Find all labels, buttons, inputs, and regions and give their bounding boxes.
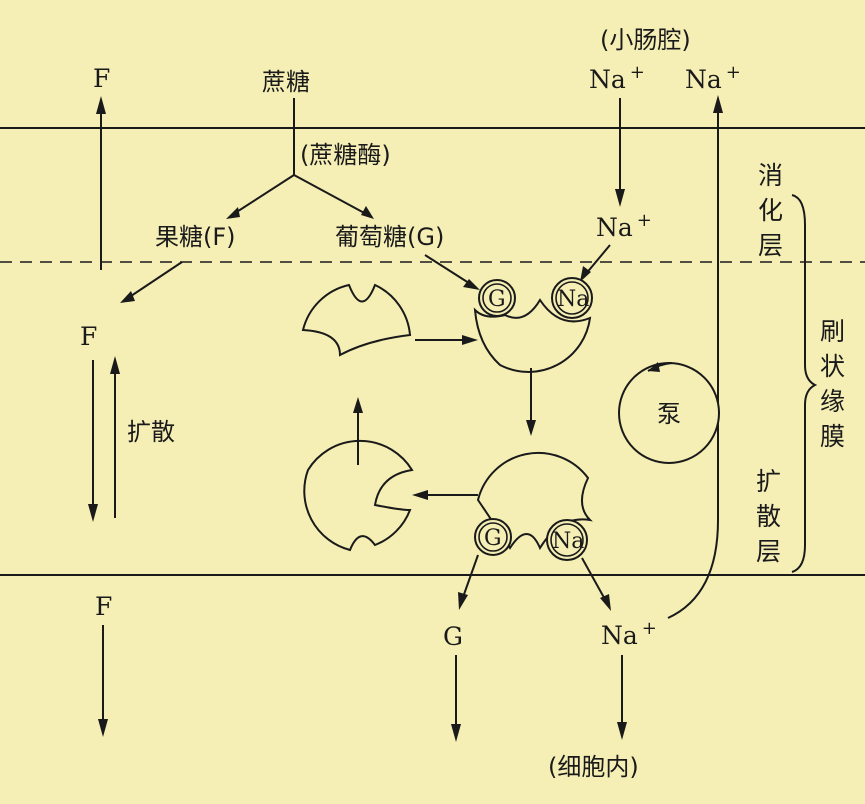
cycle-arrow-left-head <box>412 490 428 500</box>
f-label-top: F <box>93 64 110 93</box>
fructose-branch-line <box>231 174 295 216</box>
carrier-top-left <box>301 283 412 357</box>
na-bottom-label: Na+ <box>601 618 657 650</box>
sucrose-label: 蔗糖 <box>262 68 310 96</box>
glucose-branch-line <box>293 174 369 216</box>
na-lumen-2-text: Na <box>685 65 722 94</box>
na-inner-charge: + <box>637 210 652 231</box>
na-lumen-down-arrowhead <box>615 189 625 207</box>
fructose-branch-arrowhead <box>226 207 240 219</box>
na-carrier-top-text: Na <box>557 287 589 312</box>
sucrase-label: (蔗糖酶) <box>300 141 391 169</box>
pump-label: 泵 <box>657 400 681 428</box>
digestive-layer-char-1: 消 <box>758 161 783 190</box>
cycle-arrow-right-head <box>462 335 478 345</box>
g-bottom-label: G <box>443 622 463 651</box>
glucose-label: 葡萄糖(G) <box>335 223 444 251</box>
na-bottom-charge: + <box>642 618 657 639</box>
g-release-line <box>461 554 479 601</box>
g-carrier-circle-top-inner <box>482 283 512 313</box>
glucose-to-carrier-arrowhead <box>463 279 480 290</box>
na-carrier-bottom-text: Na <box>552 529 584 554</box>
na-carrier-circle-top-inner <box>555 281 589 315</box>
g-carrier-circle-bottom <box>474 518 512 556</box>
g-release-arrowhead <box>458 592 468 610</box>
diffusion-left-label: 扩散 <box>127 418 175 446</box>
g-carrier-bottom-text: G <box>484 526 502 551</box>
na-inner-text: Na <box>596 213 633 242</box>
na-lumen-label-1: Na+ <box>589 62 645 94</box>
na-lumen-1-text: Na <box>589 65 626 94</box>
na-carrier-circle-top <box>551 277 593 319</box>
na-release-arrowhead <box>600 594 611 611</box>
f-label-bottom: F <box>95 592 112 621</box>
g-carrier-circle-top <box>478 279 516 317</box>
na-lumen-label-2: Na+ <box>685 62 741 94</box>
diffusion-down-arrowhead <box>88 504 98 522</box>
fructose-to-f-line <box>127 261 183 299</box>
pump-rotation-arrowhead <box>648 362 660 372</box>
na-lumen-2-charge: + <box>726 62 741 83</box>
fructose-to-f-arrowhead <box>120 291 135 303</box>
glucose-to-carrier-line <box>424 254 473 286</box>
na-release-line <box>581 557 608 604</box>
digestive-layer-brace <box>791 194 806 250</box>
na-to-carrier-line <box>584 244 611 276</box>
brush-border-char-3: 缘 <box>820 387 845 416</box>
fructose-label: 果糖(F) <box>155 223 236 251</box>
na-carrier-circle-bottom <box>546 519 588 561</box>
cycle-arrow-up-head <box>353 397 363 413</box>
glucose-branch-arrowhead <box>361 206 374 219</box>
diffusion-layer-char-1: 扩 <box>756 467 781 496</box>
brush-border-char-2: 状 <box>820 352 845 381</box>
f-label-middle: F <box>80 322 97 351</box>
brush-border-char-4: 膜 <box>820 422 845 451</box>
g-carrier-top-text: G <box>488 287 506 312</box>
diffusion-layer-char-2: 散 <box>756 502 781 531</box>
na-pump-return-path <box>667 102 719 619</box>
digestive-layer-char-2: 化 <box>758 196 783 225</box>
g-carrier-circle-bottom-inner <box>478 522 508 552</box>
na-down-arrowhead <box>617 722 627 740</box>
na-inner-label: Na+ <box>596 210 652 242</box>
f-up-arrowhead <box>96 96 106 114</box>
diffusion-up-arrowhead <box>110 356 120 374</box>
cycle-arrow-down-head <box>526 420 536 436</box>
carrier-bottom-left <box>303 439 414 552</box>
small-intestine-lumen-label: (小肠腔) <box>600 26 691 54</box>
na-lumen-1-charge: + <box>630 62 645 83</box>
na-bottom-text: Na <box>601 621 638 650</box>
na-to-carrier-arrowhead <box>580 266 591 282</box>
g-down-arrowhead <box>451 724 461 742</box>
cell-interior-label: (细胞内) <box>548 753 639 781</box>
na-pump-return-arrowhead <box>713 95 723 113</box>
digestive-layer-char-3: 层 <box>758 231 783 260</box>
brush-border-brace <box>791 250 818 573</box>
f-bottom-arrowhead <box>98 719 108 737</box>
na-carrier-circle-bottom-inner <box>550 523 584 557</box>
brush-border-char-1: 刷 <box>820 317 845 346</box>
diffusion-layer-char-3: 层 <box>756 537 781 566</box>
